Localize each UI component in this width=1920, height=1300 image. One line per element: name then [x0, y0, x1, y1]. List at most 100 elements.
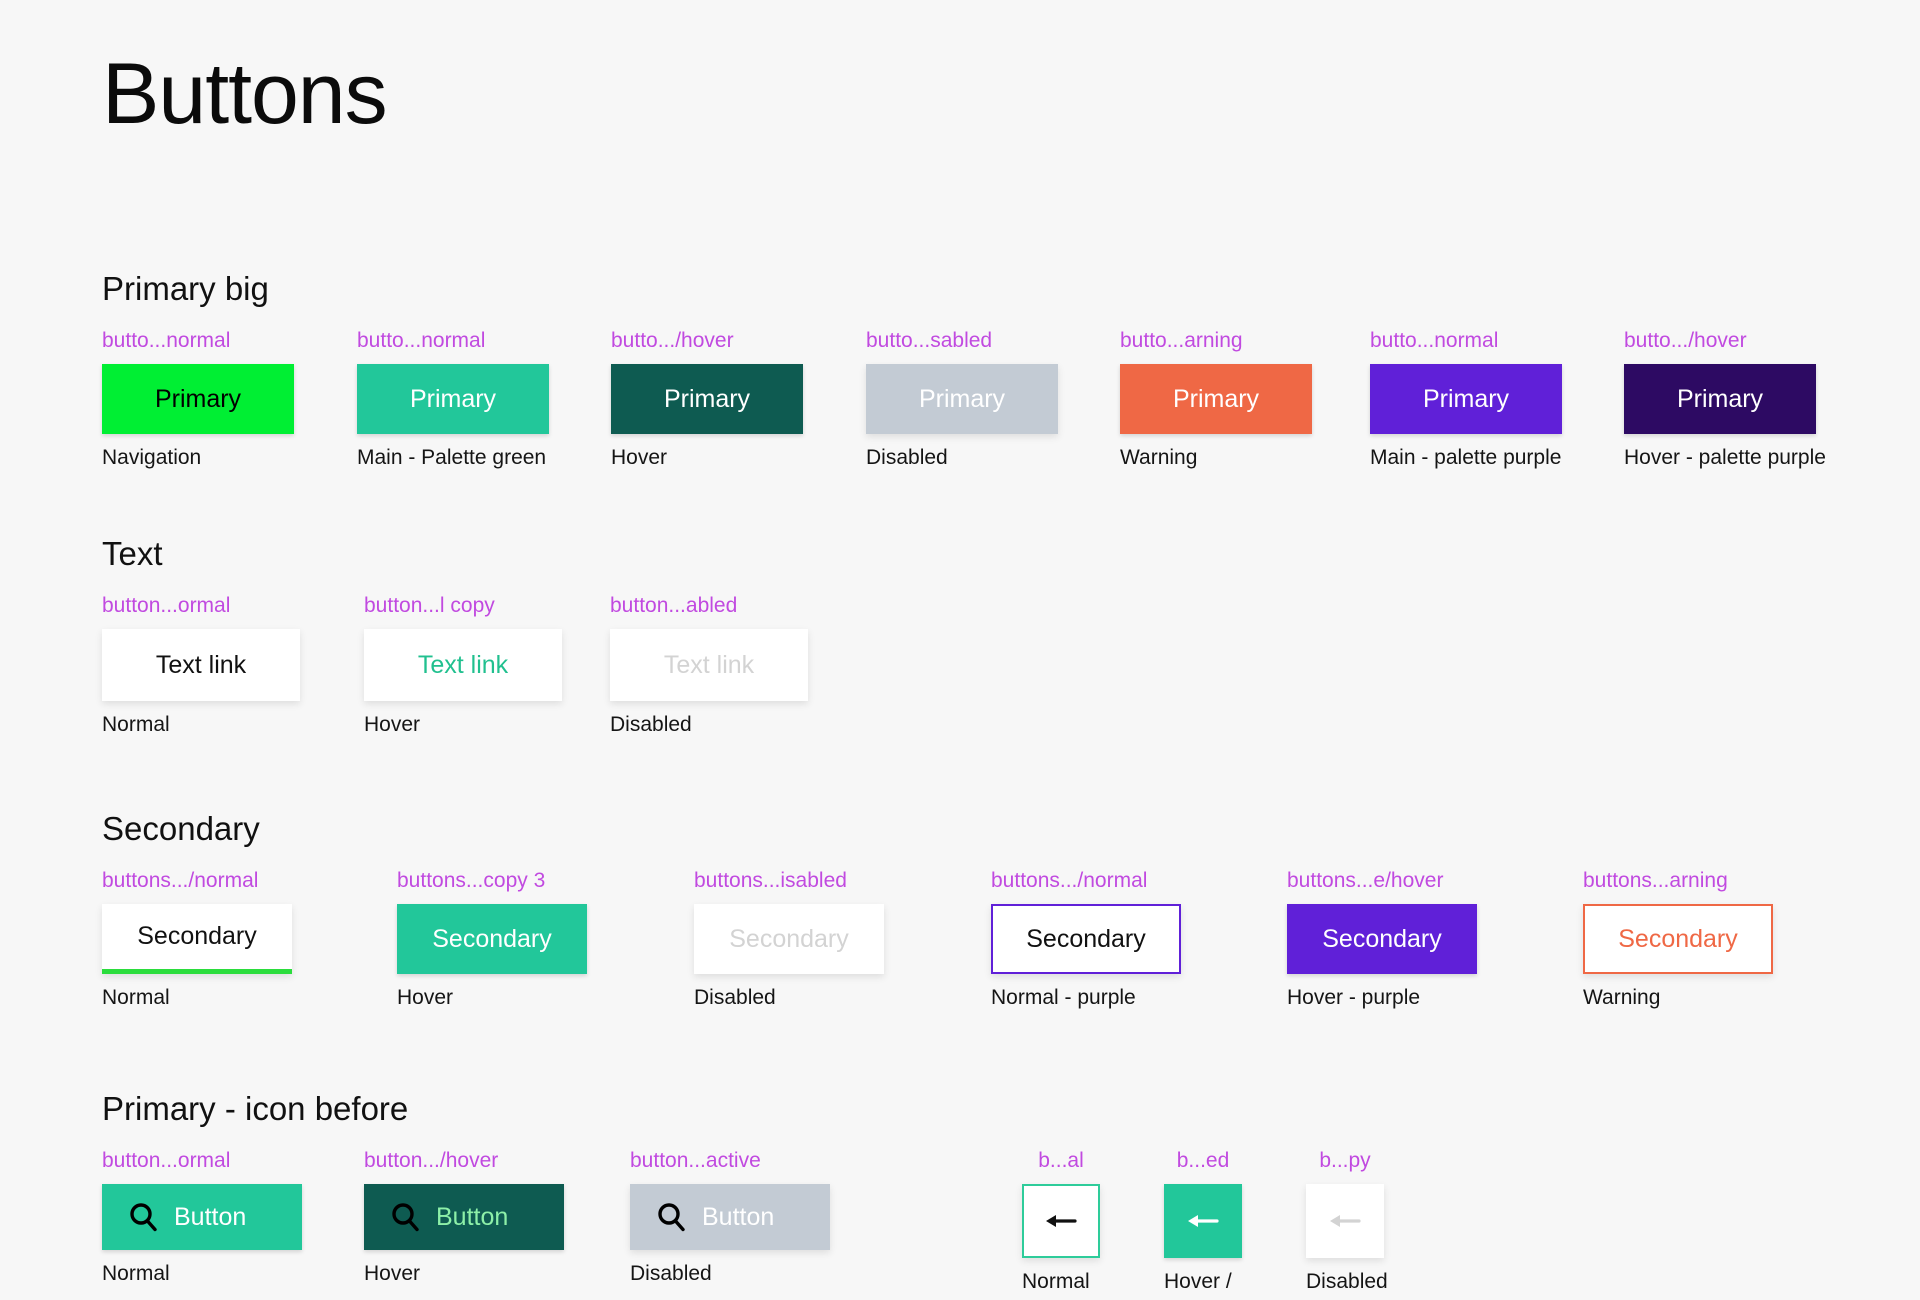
specimen-cell: button...l copy Text link Hover: [364, 593, 562, 738]
specimen-caption: Main - palette purple: [1370, 446, 1562, 469]
specimen-caption: Hover - palette purple: [1624, 446, 1826, 469]
specimen-cell: button.../hover Button Hover: [364, 1148, 564, 1287]
specimen-label: buttons.../normal: [991, 869, 1148, 892]
button-label: Primary: [1676, 384, 1764, 413]
specimen-cell: butto...arning Primary Warning: [1120, 328, 1312, 471]
specimen-cell: button...ormal Text link Normal: [102, 593, 300, 738]
button-label: Secondary: [1026, 924, 1146, 953]
section-primary-big: Primary big butto...normal Primary Navig…: [0, 270, 1920, 500]
button-label: Secondary: [1322, 924, 1442, 953]
button-label: Button: [174, 1202, 247, 1231]
secondary-warning-button[interactable]: Secondary: [1583, 904, 1773, 974]
primary-big-main-purple-button[interactable]: Primary: [1370, 364, 1562, 434]
specimen-caption: Hover: [364, 1262, 421, 1285]
specimen-caption: Normal: [102, 986, 170, 1009]
section-title-primary-big: Primary big: [102, 270, 269, 307]
icon-button-hover[interactable]: Button: [364, 1184, 564, 1250]
text-link-hover-button[interactable]: Text link: [364, 629, 562, 701]
specimen-caption: Disabled: [610, 713, 692, 736]
button-label: Button: [436, 1202, 509, 1231]
button-label: Secondary: [432, 924, 552, 953]
specimen-caption: Warning: [1583, 986, 1661, 1009]
section-primary-icon-before: Primary - icon before button...ormal But…: [0, 1090, 1920, 1300]
search-icon: [654, 1200, 688, 1234]
secondary-hover-purple-button[interactable]: Secondary: [1287, 904, 1477, 974]
section-secondary: Secondary buttons.../normal Secondary No…: [0, 810, 1920, 1040]
secondary-normal-button[interactable]: Secondary: [102, 904, 292, 974]
button-label: Text link: [155, 650, 247, 679]
button-label: Secondary: [137, 922, 257, 950]
specimen-cell: butto.../hover Primary Hover - palette p…: [1624, 328, 1826, 471]
specimen-label: button...abled: [610, 594, 738, 617]
section-text: Text button...ormal Text link Normal but…: [0, 535, 1920, 765]
text-link-normal-button[interactable]: Text link: [102, 629, 300, 701]
specimen-label: button...ormal: [102, 1149, 231, 1172]
specimen-label: butto...normal: [357, 329, 486, 352]
primary-big-hover-purple-button[interactable]: Primary: [1624, 364, 1816, 434]
primary-big-main-green-button[interactable]: Primary: [357, 364, 549, 434]
arrow-button-hover[interactable]: [1164, 1184, 1242, 1258]
button-label: Primary: [409, 384, 497, 413]
primary-big-navigation-button[interactable]: Primary: [102, 364, 294, 434]
specimen-cell: button...active Button Disabled: [630, 1148, 830, 1287]
button-label: Primary: [918, 384, 1006, 413]
specimen-caption: Disabled: [866, 446, 948, 469]
specimen-caption: Hover /: [1164, 1270, 1232, 1293]
specimen-caption: Hover: [397, 986, 454, 1009]
primary-big-hover-button[interactable]: Primary: [611, 364, 803, 434]
specimen-label: butto...normal: [1370, 329, 1499, 352]
specimen-label: butto.../hover: [611, 329, 734, 352]
secondary-normal-purple-button[interactable]: Secondary: [991, 904, 1181, 974]
specimen-label: b...py: [1319, 1149, 1371, 1172]
specimen-label: button...ormal: [102, 594, 231, 617]
text-link-disabled-button: Text link: [610, 629, 808, 701]
specimen-cell: butto...normal Primary Navigation: [102, 328, 294, 471]
specimen-label: buttons.../normal: [102, 869, 259, 892]
arrow-button-disabled: [1306, 1184, 1384, 1258]
button-label: Primary: [663, 384, 751, 413]
specimen-cell: buttons...copy 3 Secondary Hover: [397, 868, 587, 1011]
primary-big-disabled-button: Primary: [866, 364, 1058, 434]
specimen-label: button...l copy: [364, 594, 495, 617]
specimen-label: button...active: [630, 1149, 761, 1172]
specimen-label: buttons...arning: [1583, 869, 1728, 892]
button-label: Primary: [154, 384, 242, 413]
specimen-cell: butto...normal Primary Main - palette pu…: [1370, 328, 1562, 471]
specimen-label: b...al: [1038, 1149, 1084, 1172]
secondary-hover-button[interactable]: Secondary: [397, 904, 587, 974]
specimen-cell: butto...normal Primary Main - Palette gr…: [357, 328, 549, 471]
primary-big-warning-button[interactable]: Primary: [1120, 364, 1312, 434]
specimen-cell: buttons.../normal Secondary Normal - pur…: [991, 868, 1181, 1011]
specimen-caption: Normal - purple: [991, 986, 1136, 1009]
arrow-left-icon: [1186, 1208, 1220, 1234]
specimen-caption: Hover: [364, 713, 421, 736]
specimen-label: butto...arning: [1120, 329, 1243, 352]
specimen-cell: b...ed Hover /: [1164, 1148, 1242, 1295]
button-label: Primary: [1422, 384, 1510, 413]
icon-button-normal[interactable]: Button: [102, 1184, 302, 1250]
specimen-label: buttons...isabled: [694, 869, 847, 892]
search-icon: [126, 1200, 160, 1234]
arrow-button-normal[interactable]: [1022, 1184, 1100, 1258]
specimen-caption: Normal: [102, 713, 170, 736]
button-label: Secondary: [1618, 924, 1738, 953]
button-label: Button: [702, 1202, 775, 1231]
specimen-label: b...ed: [1176, 1149, 1230, 1172]
section-title-primary-icon-before: Primary - icon before: [102, 1090, 409, 1127]
specimen-cell: button...abled Text link Disabled: [610, 593, 808, 738]
arrow-left-icon: [1328, 1208, 1362, 1234]
arrow-left-icon: [1044, 1208, 1078, 1234]
secondary-disabled-button: Secondary: [694, 904, 884, 974]
page-title: Buttons: [102, 46, 388, 142]
section-title-text: Text: [102, 535, 163, 572]
section-title-secondary: Secondary: [102, 810, 260, 847]
specimen-label: buttons...e/hover: [1287, 869, 1444, 892]
specimen-caption: Normal: [102, 1262, 170, 1285]
specimen-caption: Navigation: [102, 446, 202, 469]
specimen-caption: Warning: [1120, 446, 1198, 469]
specimen-label: butto...normal: [102, 329, 231, 352]
specimen-caption: Main - Palette green: [357, 446, 547, 469]
specimen-cell: butto...sabled Primary Disabled: [866, 328, 1058, 471]
specimen-label: butto...sabled: [866, 329, 993, 352]
